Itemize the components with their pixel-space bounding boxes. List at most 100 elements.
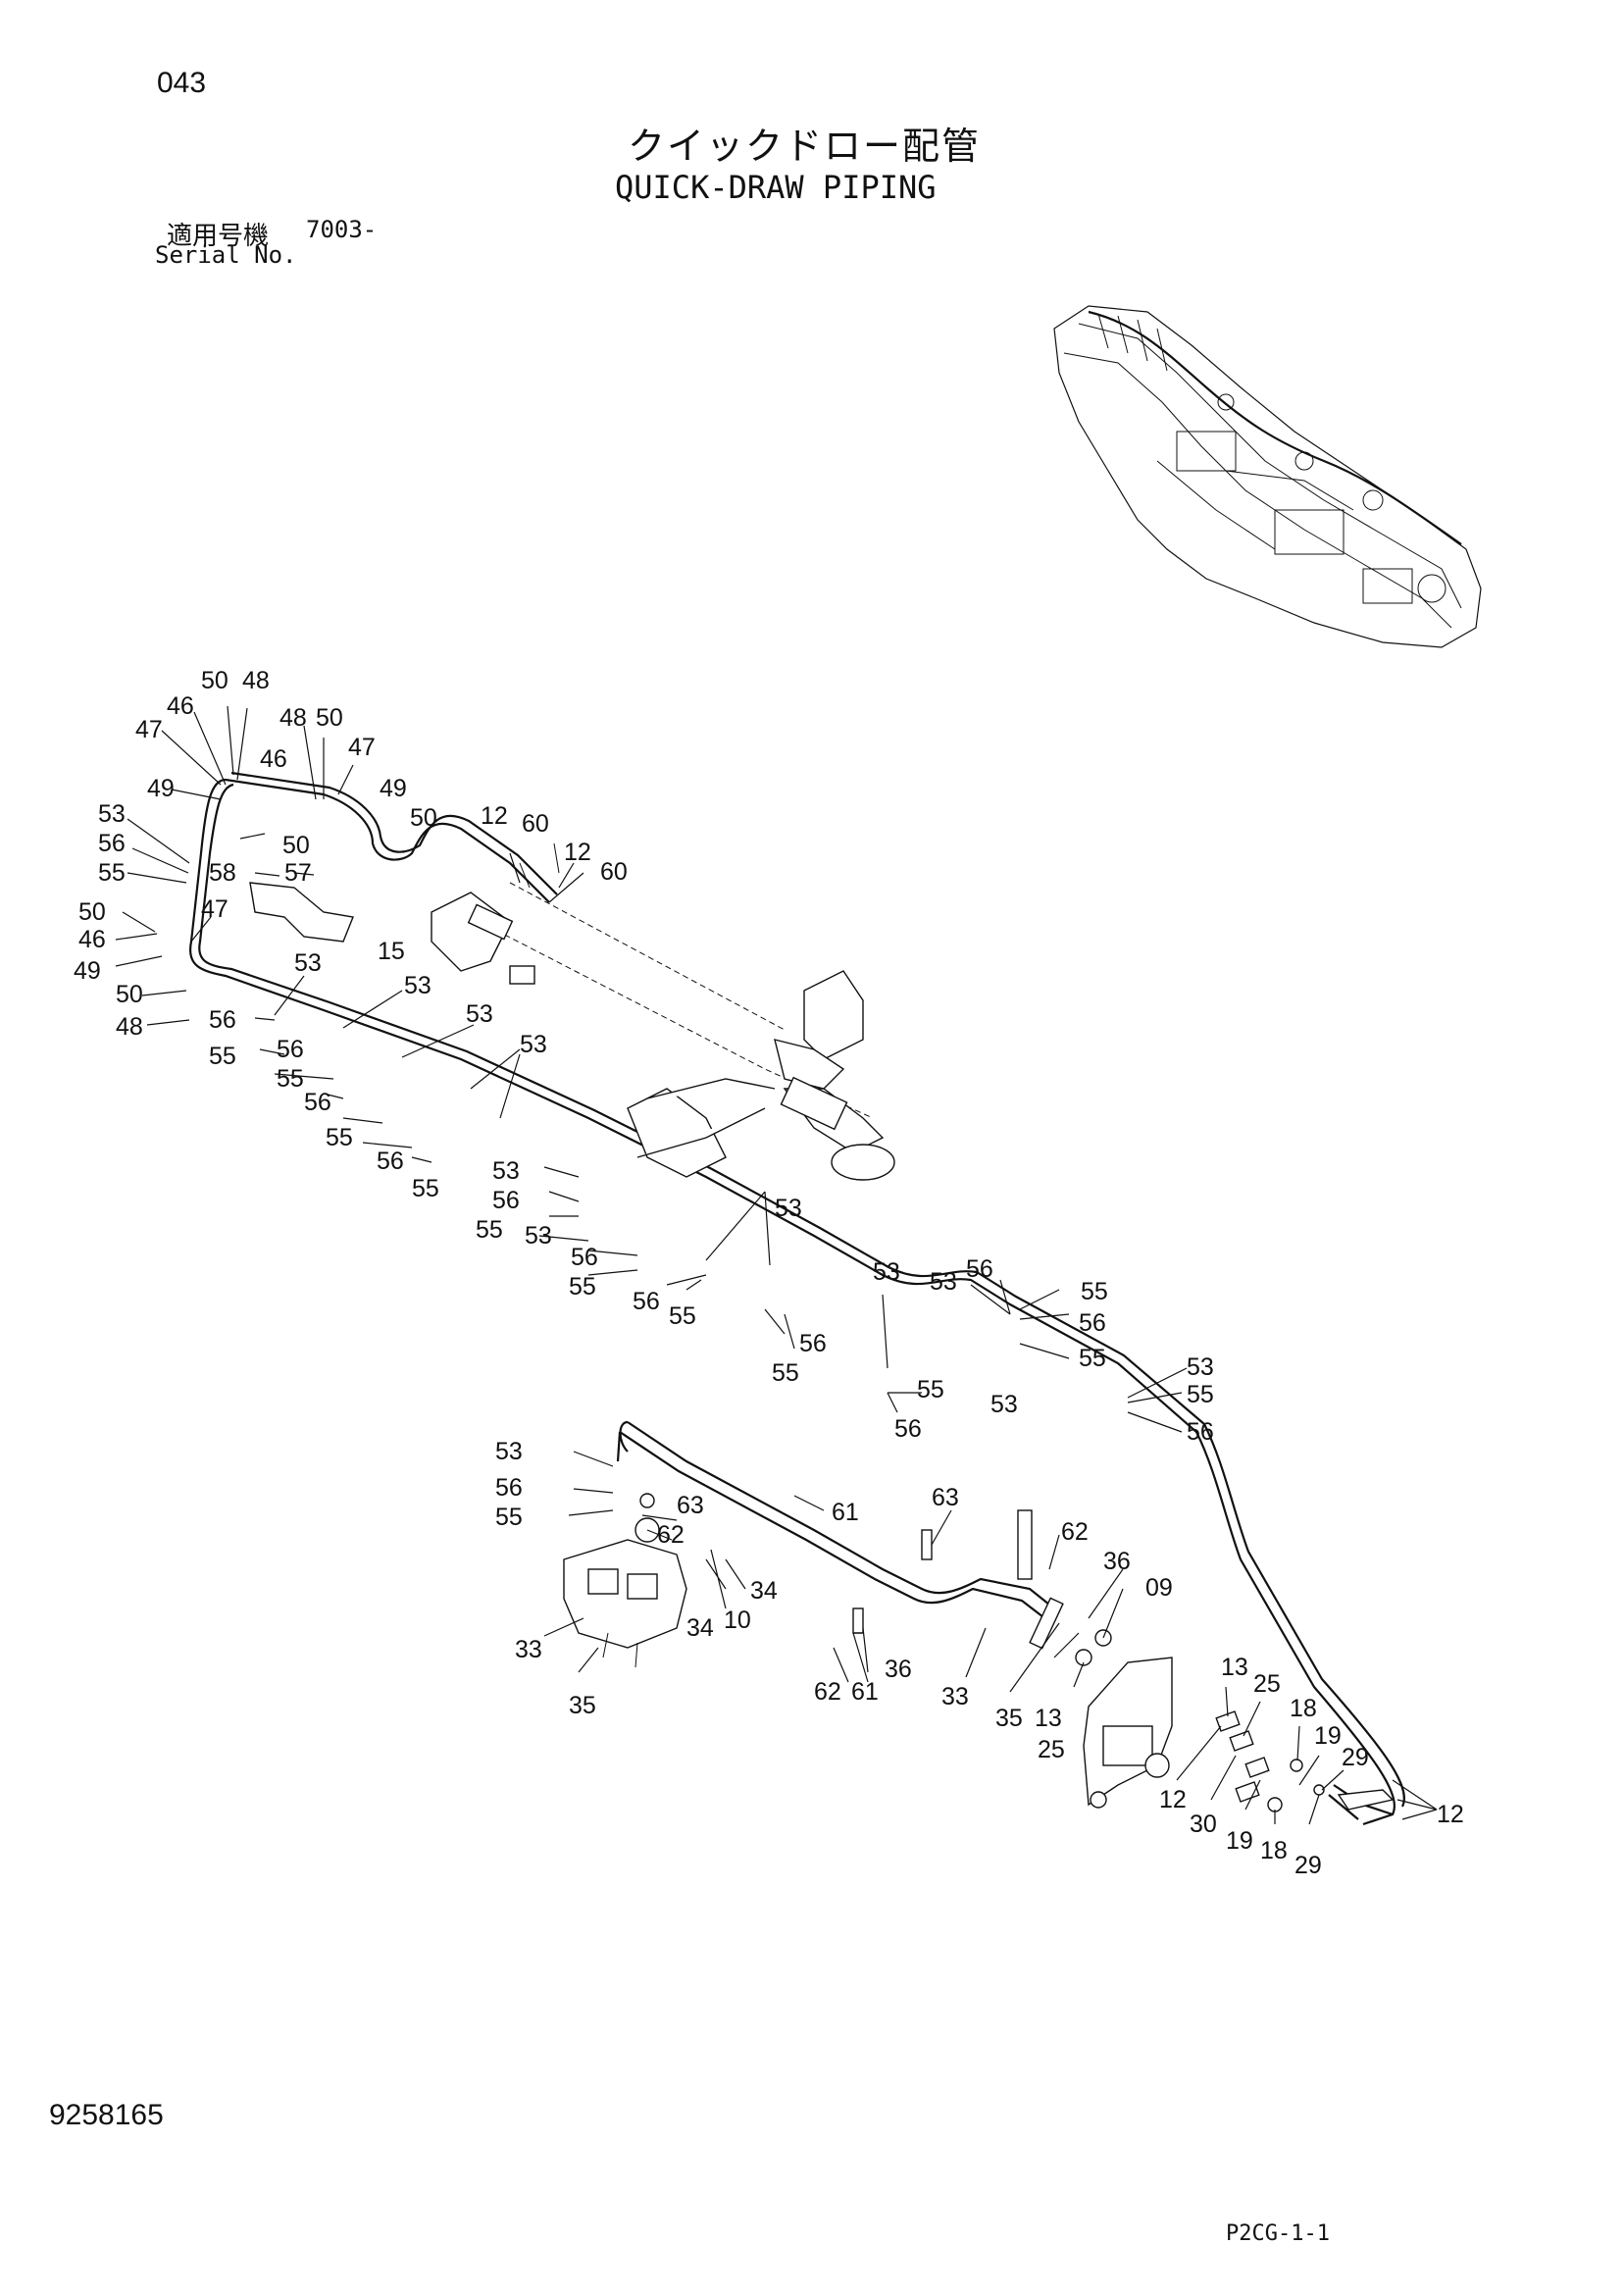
- callout-label: 53: [930, 1268, 957, 1296]
- callout-label: 49: [147, 775, 175, 802]
- callout-label: 25: [1038, 1736, 1065, 1763]
- callout-label: 55: [476, 1216, 503, 1244]
- machine-overview-drawing: [1053, 305, 1482, 648]
- callout-label: 58: [209, 859, 236, 887]
- callout-label: 56: [209, 1006, 236, 1034]
- callout-label: 33: [941, 1683, 969, 1710]
- callout-label: 62: [1061, 1518, 1089, 1546]
- callout-label: 60: [600, 858, 628, 886]
- callout-label: 53: [404, 972, 431, 999]
- callout-label: 53: [294, 949, 322, 977]
- callout-label: 56: [633, 1288, 660, 1315]
- callout-label: 56: [277, 1036, 304, 1063]
- callout-label: 33: [515, 1636, 542, 1663]
- callout-label: 55: [1081, 1278, 1108, 1305]
- callout-label: 57: [284, 859, 312, 887]
- callout-label: 12: [1159, 1786, 1187, 1813]
- callout-label: 55: [1187, 1381, 1214, 1408]
- callout-label: 56: [571, 1244, 598, 1271]
- callout-label: 46: [78, 926, 106, 953]
- callout-label: 61: [832, 1499, 859, 1526]
- callout-label: 18: [1290, 1695, 1317, 1722]
- callout-label: 18: [1260, 1837, 1288, 1864]
- callout-leaders: [115, 705, 1438, 1825]
- page-code: P2CG-1-1: [1226, 2221, 1330, 2246]
- callout-label: 55: [277, 1065, 304, 1093]
- callout-label: 53: [466, 1000, 493, 1028]
- callout-label: 19: [1226, 1827, 1253, 1855]
- callout-label: 55: [569, 1273, 596, 1301]
- callout-label: 19: [1314, 1722, 1342, 1750]
- callout-label: 35: [569, 1692, 596, 1719]
- callout-label: 53: [520, 1031, 547, 1058]
- callout-labels: 50 48 46 47 48 50 46 47 49 49 50 53 56 5…: [74, 667, 1464, 1879]
- callout-label: 56: [1079, 1309, 1106, 1337]
- callout-label: 34: [686, 1614, 714, 1642]
- callout-label: 53: [1187, 1353, 1214, 1381]
- callout-label: 56: [377, 1148, 404, 1175]
- quick-draw-cylinder-assembly: [249, 842, 895, 1181]
- callout-label: 55: [772, 1359, 799, 1387]
- callout-label: 47: [135, 716, 163, 743]
- callout-label: 56: [894, 1415, 922, 1443]
- page-number: 043: [157, 67, 207, 99]
- callout-label: 60: [522, 810, 549, 838]
- serial-value: 7003-: [306, 216, 378, 243]
- callout-label: 48: [116, 1013, 143, 1041]
- callout-label: 25: [1253, 1670, 1281, 1698]
- callout-label: 50: [316, 704, 343, 732]
- callout-label: 49: [74, 957, 101, 985]
- callout-label: 56: [966, 1255, 993, 1283]
- fittings: [1075, 1629, 1395, 1812]
- callout-label: 53: [525, 1222, 552, 1250]
- callout-label: 29: [1294, 1852, 1322, 1879]
- page-title-jp: クイックドロー配管: [628, 127, 982, 168]
- callout-label: 35: [995, 1705, 1023, 1732]
- serial-label-en: Serial No.: [155, 241, 297, 269]
- callout-label: 53: [775, 1195, 802, 1222]
- callout-label: 49: [380, 775, 407, 802]
- callout-label: 55: [495, 1504, 523, 1531]
- callout-label: 53: [495, 1438, 523, 1465]
- callout-label: 15: [378, 938, 405, 965]
- callout-label: 55: [98, 859, 126, 887]
- callout-label: 13: [1221, 1654, 1248, 1681]
- callout-label: 50: [78, 898, 106, 926]
- callout-label: 53: [492, 1157, 520, 1185]
- callout-label: 61: [851, 1678, 879, 1706]
- callout-label: 56: [799, 1330, 827, 1357]
- callout-label: 56: [98, 830, 126, 857]
- callout-label: 56: [1187, 1418, 1214, 1446]
- callout-label: 29: [1342, 1744, 1369, 1771]
- callout-label: 56: [495, 1474, 523, 1502]
- callout-label: 55: [209, 1043, 236, 1070]
- callout-label: 63: [932, 1484, 959, 1511]
- callout-label: 09: [1145, 1574, 1173, 1602]
- piping-lines: [188, 771, 1405, 1826]
- callout-label: 50: [201, 667, 228, 694]
- callout-label: 46: [167, 692, 194, 720]
- callout-label: 50: [116, 981, 143, 1008]
- page-title-en: QUICK-DRAW PIPING: [615, 169, 937, 206]
- callout-label: 12: [564, 839, 591, 866]
- callout-label: 53: [990, 1391, 1018, 1418]
- callout-label: 53: [873, 1258, 900, 1286]
- callout-label: 47: [201, 895, 228, 923]
- callout-label: 56: [492, 1187, 520, 1214]
- callout-label: 55: [669, 1302, 696, 1330]
- callout-label: 53: [98, 800, 126, 828]
- callout-label: 48: [242, 667, 270, 694]
- callout-label: 50: [282, 832, 310, 859]
- callout-label: 12: [1437, 1801, 1464, 1828]
- valve-block: [563, 1493, 687, 1668]
- mounting-bracket: [852, 1509, 1173, 1809]
- callout-label: 62: [657, 1521, 685, 1549]
- serial-label-jp: 適用号機: [167, 221, 270, 250]
- callout-label: 12: [481, 802, 508, 830]
- callout-label: 56: [304, 1089, 331, 1116]
- doc-number: 9258165: [49, 2099, 164, 2131]
- callout-label: 47: [348, 734, 376, 761]
- callout-label: 50: [410, 804, 437, 832]
- callout-label: 55: [326, 1124, 353, 1151]
